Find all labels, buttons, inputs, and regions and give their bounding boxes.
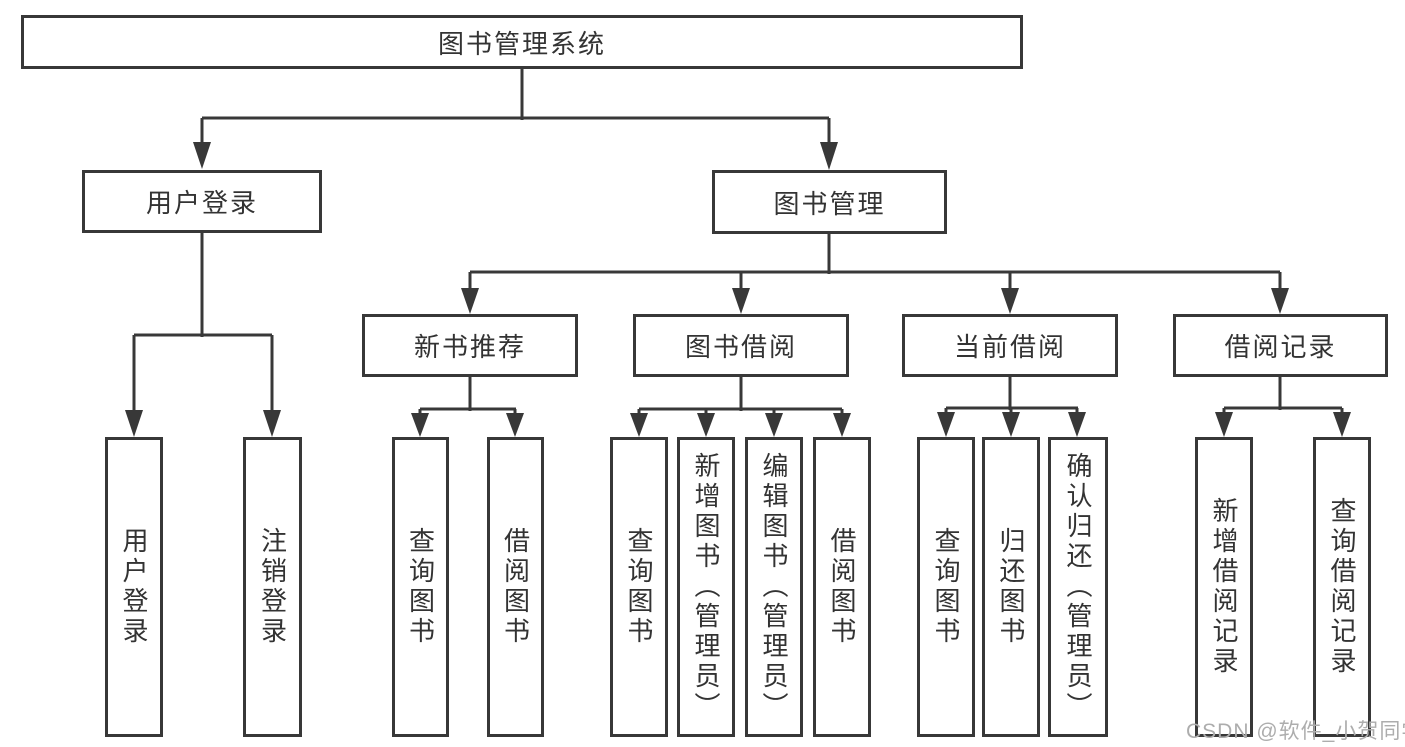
connectors-book-borrow bbox=[630, 377, 851, 437]
node-root-label: 图书管理系统 bbox=[437, 28, 606, 59]
leaf-user-login-label: 用户登录 bbox=[119, 527, 149, 647]
leaf-current-return-label: 归还图书 bbox=[996, 527, 1026, 647]
node-user-login-label: 用户登录 bbox=[145, 188, 258, 218]
leaf-borrow-query: 查询图书 bbox=[610, 437, 668, 737]
leaf-records-query-label: 查询借阅记录 bbox=[1327, 497, 1357, 677]
node-current-borrow: 当前借阅 bbox=[902, 314, 1118, 377]
leaf-current-return: 归还图书 bbox=[982, 437, 1040, 737]
node-current-borrow-label: 当前借阅 bbox=[953, 332, 1066, 362]
connectors-current-borrow bbox=[937, 377, 1086, 437]
leaf-records-query: 查询借阅记录 bbox=[1313, 437, 1371, 737]
leaf-newbooks-borrow-label: 借阅图书 bbox=[500, 527, 531, 647]
leaf-newbooks-query: 查询图书 bbox=[392, 437, 449, 737]
leaf-user-login: 用户登录 bbox=[105, 437, 163, 737]
node-book-management-label: 图书管理 bbox=[773, 188, 886, 219]
leaf-borrow-edit: 编辑图书（管理员） bbox=[745, 437, 803, 737]
connectors-new-books bbox=[411, 377, 524, 437]
leaf-newbooks-borrow: 借阅图书 bbox=[487, 437, 544, 737]
leaf-borrow-add-label: 新增图书（管理员） bbox=[691, 452, 721, 722]
leaf-current-confirm: 确认归还（管理员） bbox=[1048, 437, 1108, 737]
leaf-current-query-label: 查询图书 bbox=[931, 527, 961, 647]
leaf-logout-label: 注销登录 bbox=[257, 527, 288, 647]
node-root: 图书管理系统 bbox=[21, 15, 1023, 69]
node-book-borrow: 图书借阅 bbox=[633, 314, 849, 377]
leaf-borrow-borrow: 借阅图书 bbox=[813, 437, 871, 737]
connectors-root bbox=[193, 69, 838, 170]
node-borrow-records-label: 借阅记录 bbox=[1224, 332, 1337, 362]
leaf-logout: 注销登录 bbox=[243, 437, 302, 737]
node-book-management: 图书管理 bbox=[712, 170, 947, 234]
leaf-borrow-borrow-label: 借阅图书 bbox=[827, 527, 857, 647]
node-book-borrow-label: 图书借阅 bbox=[684, 332, 797, 362]
leaf-newbooks-query-label: 查询图书 bbox=[405, 527, 436, 647]
leaf-current-confirm-label: 确认归还（管理员） bbox=[1063, 452, 1093, 722]
node-new-books-label: 新书推荐 bbox=[413, 332, 526, 362]
leaf-current-query: 查询图书 bbox=[917, 437, 975, 737]
connectors-book-management bbox=[461, 234, 1289, 314]
leaf-records-add: 新增借阅记录 bbox=[1195, 437, 1253, 737]
leaf-borrow-edit-label: 编辑图书（管理员） bbox=[759, 452, 789, 722]
leaf-records-add-label: 新增借阅记录 bbox=[1209, 497, 1239, 677]
connectors-borrow-records bbox=[1215, 377, 1351, 437]
connectors-user-login bbox=[125, 233, 281, 437]
node-borrow-records: 借阅记录 bbox=[1173, 314, 1388, 377]
node-user-login: 用户登录 bbox=[82, 170, 322, 233]
node-new-books: 新书推荐 bbox=[362, 314, 578, 377]
csdn-watermark: CSDN @软件_小贺同学 bbox=[1186, 720, 1405, 743]
leaf-borrow-add: 新增图书（管理员） bbox=[677, 437, 735, 737]
leaf-borrow-query-label: 查询图书 bbox=[624, 527, 654, 647]
